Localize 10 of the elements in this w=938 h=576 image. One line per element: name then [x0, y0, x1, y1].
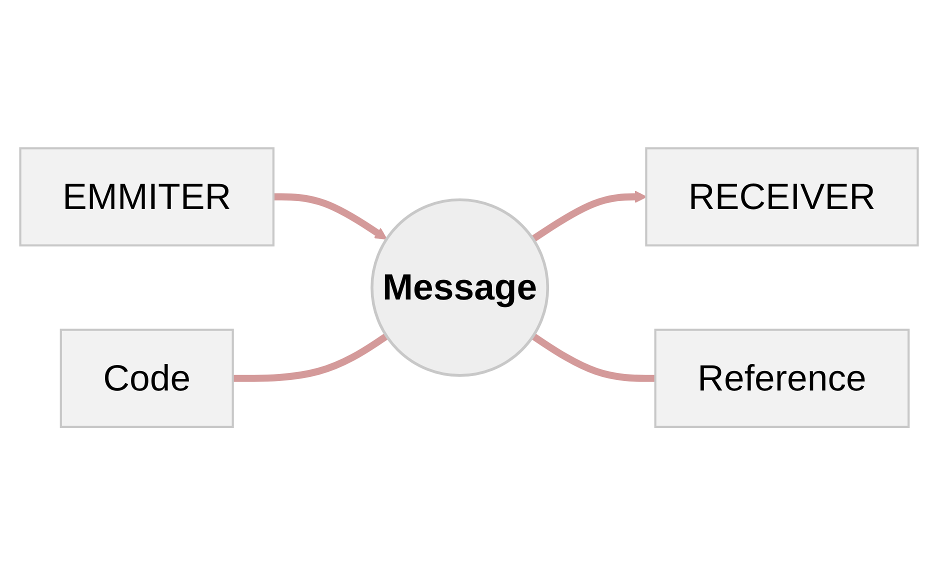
node-box	[60, 329, 234, 428]
node-box	[654, 329, 910, 428]
arrow	[531, 191, 647, 242]
connector	[531, 334, 656, 382]
arrow	[273, 194, 388, 240]
flowchart-diagram: EMMITER RECEIVER Message Code Reference	[9, 137, 929, 439]
node-circle	[370, 198, 550, 378]
connector	[232, 334, 389, 382]
node-box	[19, 148, 274, 247]
node-box	[645, 148, 919, 247]
